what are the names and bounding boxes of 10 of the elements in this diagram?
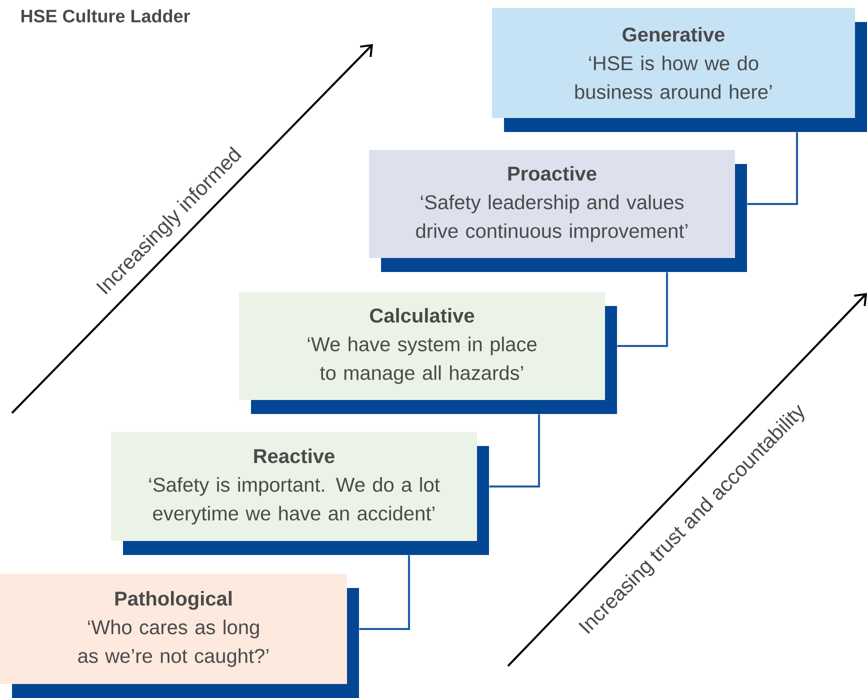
step-box: Pathological ‘Who cares as long as we’re not caught?’ [0, 574, 359, 698]
title: HSE Culture Ladder [21, 9, 190, 22]
step-box: Reactive ‘Safety is important. We do a lot everytime we have an accident’ [111, 432, 489, 555]
connector-line [747, 132, 798, 205]
step-box: Calculative ‘We have system in place to manage all hazards’ [239, 292, 617, 414]
connector-line [617, 272, 668, 347]
step-box: Generative ‘HSE is how we do business around here’ [492, 8, 867, 132]
connector-line [489, 414, 540, 488]
connector-line [359, 555, 410, 630]
step-box: Proactive ‘Safety leadership and values drive continuous improvement’ [369, 150, 747, 272]
